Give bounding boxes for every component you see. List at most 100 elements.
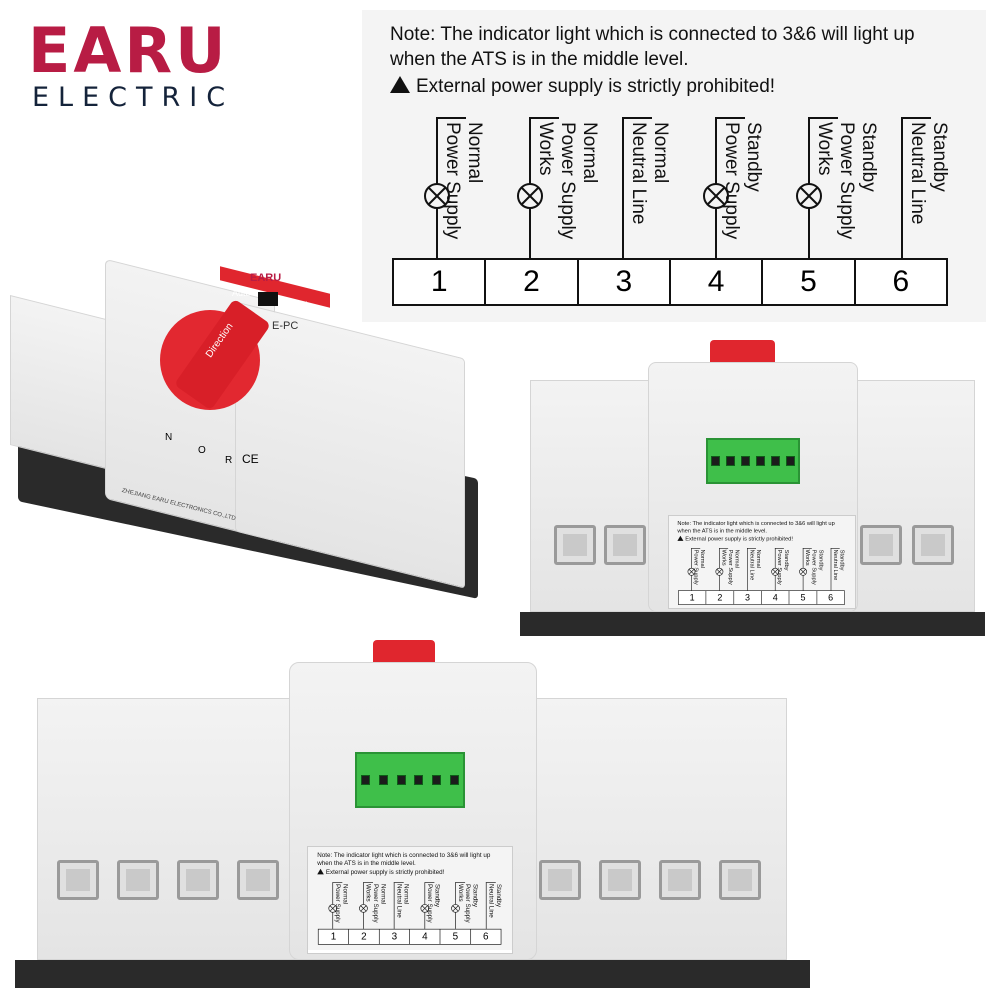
mounting-base bbox=[15, 960, 810, 988]
warning-line: External power supply is strictly prohib… bbox=[317, 868, 445, 876]
red-knob-top bbox=[710, 340, 775, 365]
wire bbox=[622, 117, 652, 119]
wire-slot bbox=[57, 860, 99, 900]
wire-slot bbox=[237, 860, 279, 900]
label-line: Normal bbox=[734, 549, 741, 568]
wire-slot bbox=[539, 860, 581, 900]
label-line: Power Supply bbox=[334, 883, 342, 923]
mounting-base bbox=[520, 612, 985, 636]
wire bbox=[363, 882, 374, 883]
red-knob-top bbox=[373, 640, 435, 665]
position-r: R bbox=[225, 455, 233, 466]
wire-slot bbox=[719, 860, 761, 900]
label-line: Standby bbox=[783, 549, 790, 571]
warning-text: External power supply is strictly prohib… bbox=[685, 535, 793, 543]
product-brand: EARU bbox=[250, 272, 282, 284]
terminal-1: 1 bbox=[394, 260, 487, 304]
label-line: Normal bbox=[755, 549, 762, 568]
warning-text: External power supply is strictly prohib… bbox=[325, 868, 445, 876]
warning-icon bbox=[390, 76, 410, 93]
position-o: O bbox=[198, 445, 206, 456]
indicator-lamp-icon bbox=[328, 904, 338, 913]
wire-slot bbox=[599, 860, 641, 900]
label-line: Works bbox=[365, 883, 373, 902]
terminal-6: 6 bbox=[828, 592, 834, 603]
brand-logo-subtitle: ELECTRIC bbox=[32, 82, 235, 113]
terminal-5: 5 bbox=[789, 591, 818, 605]
warning-icon bbox=[317, 868, 324, 875]
wire bbox=[691, 548, 701, 549]
label-line: Works bbox=[814, 122, 835, 176]
terminal-block bbox=[355, 752, 465, 808]
terminal-4: 4 bbox=[762, 591, 790, 605]
label-line: Neutral Line bbox=[487, 883, 495, 918]
wiring-sticker: Note: The indicator light which is conne… bbox=[307, 846, 513, 954]
terminal-block bbox=[706, 438, 800, 484]
wire-slot bbox=[554, 525, 596, 565]
wire bbox=[436, 117, 466, 119]
label-line: Power Supply bbox=[836, 122, 857, 240]
indicator-lamp-icon bbox=[703, 183, 729, 209]
position-n: N bbox=[165, 432, 173, 443]
indicator-lamp-icon bbox=[517, 183, 543, 209]
label-line: Normal bbox=[699, 549, 706, 568]
label-line: Normal bbox=[403, 883, 410, 905]
terminal-2: 2 bbox=[706, 591, 734, 605]
auto-manual-switch[interactable] bbox=[258, 292, 278, 306]
note-line-1: Note: The indicator light which is conne… bbox=[390, 24, 915, 45]
terminal-5: 5 bbox=[763, 260, 856, 304]
label-line: Power Supply bbox=[372, 883, 380, 923]
indicator-lamp-icon bbox=[451, 904, 460, 913]
manual-label: Manual bbox=[278, 300, 308, 310]
note-line-2: when the ATS is in the middle level. bbox=[390, 49, 689, 70]
brand-logo: EARU bbox=[28, 14, 229, 87]
indicator-lamp-icon bbox=[687, 567, 696, 576]
label-line: Standby bbox=[817, 549, 825, 571]
wire bbox=[455, 882, 466, 883]
label-line: Works bbox=[720, 549, 728, 566]
label-line: Power Supply bbox=[426, 883, 434, 923]
indicator-lamp-icon bbox=[715, 567, 724, 576]
indicator-lamp-icon bbox=[420, 904, 430, 913]
label-line: Normal bbox=[464, 122, 485, 184]
label-line: Standby bbox=[471, 883, 479, 907]
ce-mark: CE bbox=[242, 452, 259, 466]
terminal-4: 4 bbox=[410, 929, 441, 945]
label-line: Neutral Line bbox=[395, 883, 403, 918]
wire bbox=[393, 882, 404, 883]
wire bbox=[485, 882, 496, 883]
terminal-3: 3 bbox=[379, 929, 410, 945]
wire bbox=[747, 548, 756, 549]
product-front-view: Auto Manual EARU E-PC Direction N O R CE… bbox=[10, 240, 480, 640]
label-line: Standby bbox=[929, 122, 950, 192]
label-line: Works bbox=[535, 122, 556, 176]
wire bbox=[485, 882, 487, 929]
wire bbox=[332, 882, 343, 883]
indicator-lamp-icon bbox=[799, 567, 807, 576]
label-line: Works bbox=[804, 549, 811, 566]
note-line-2: when the ATS is in the middle level. bbox=[677, 527, 767, 534]
label-line: Normal bbox=[579, 122, 600, 184]
wire-slot bbox=[117, 860, 159, 900]
label-line: Power Supply bbox=[693, 549, 700, 585]
indicator-lamp-icon bbox=[796, 183, 822, 209]
note-line-2: when the ATS is in the middle level. bbox=[317, 859, 416, 867]
terminal-3: 3 bbox=[579, 260, 671, 304]
terminal-2: 2 bbox=[349, 929, 380, 945]
label-line: Normal bbox=[650, 122, 671, 184]
product-rear-view-large: Note: The indicator light which is conne… bbox=[15, 640, 810, 990]
indicator-lamp-icon bbox=[359, 904, 368, 913]
wire-slot bbox=[177, 860, 219, 900]
